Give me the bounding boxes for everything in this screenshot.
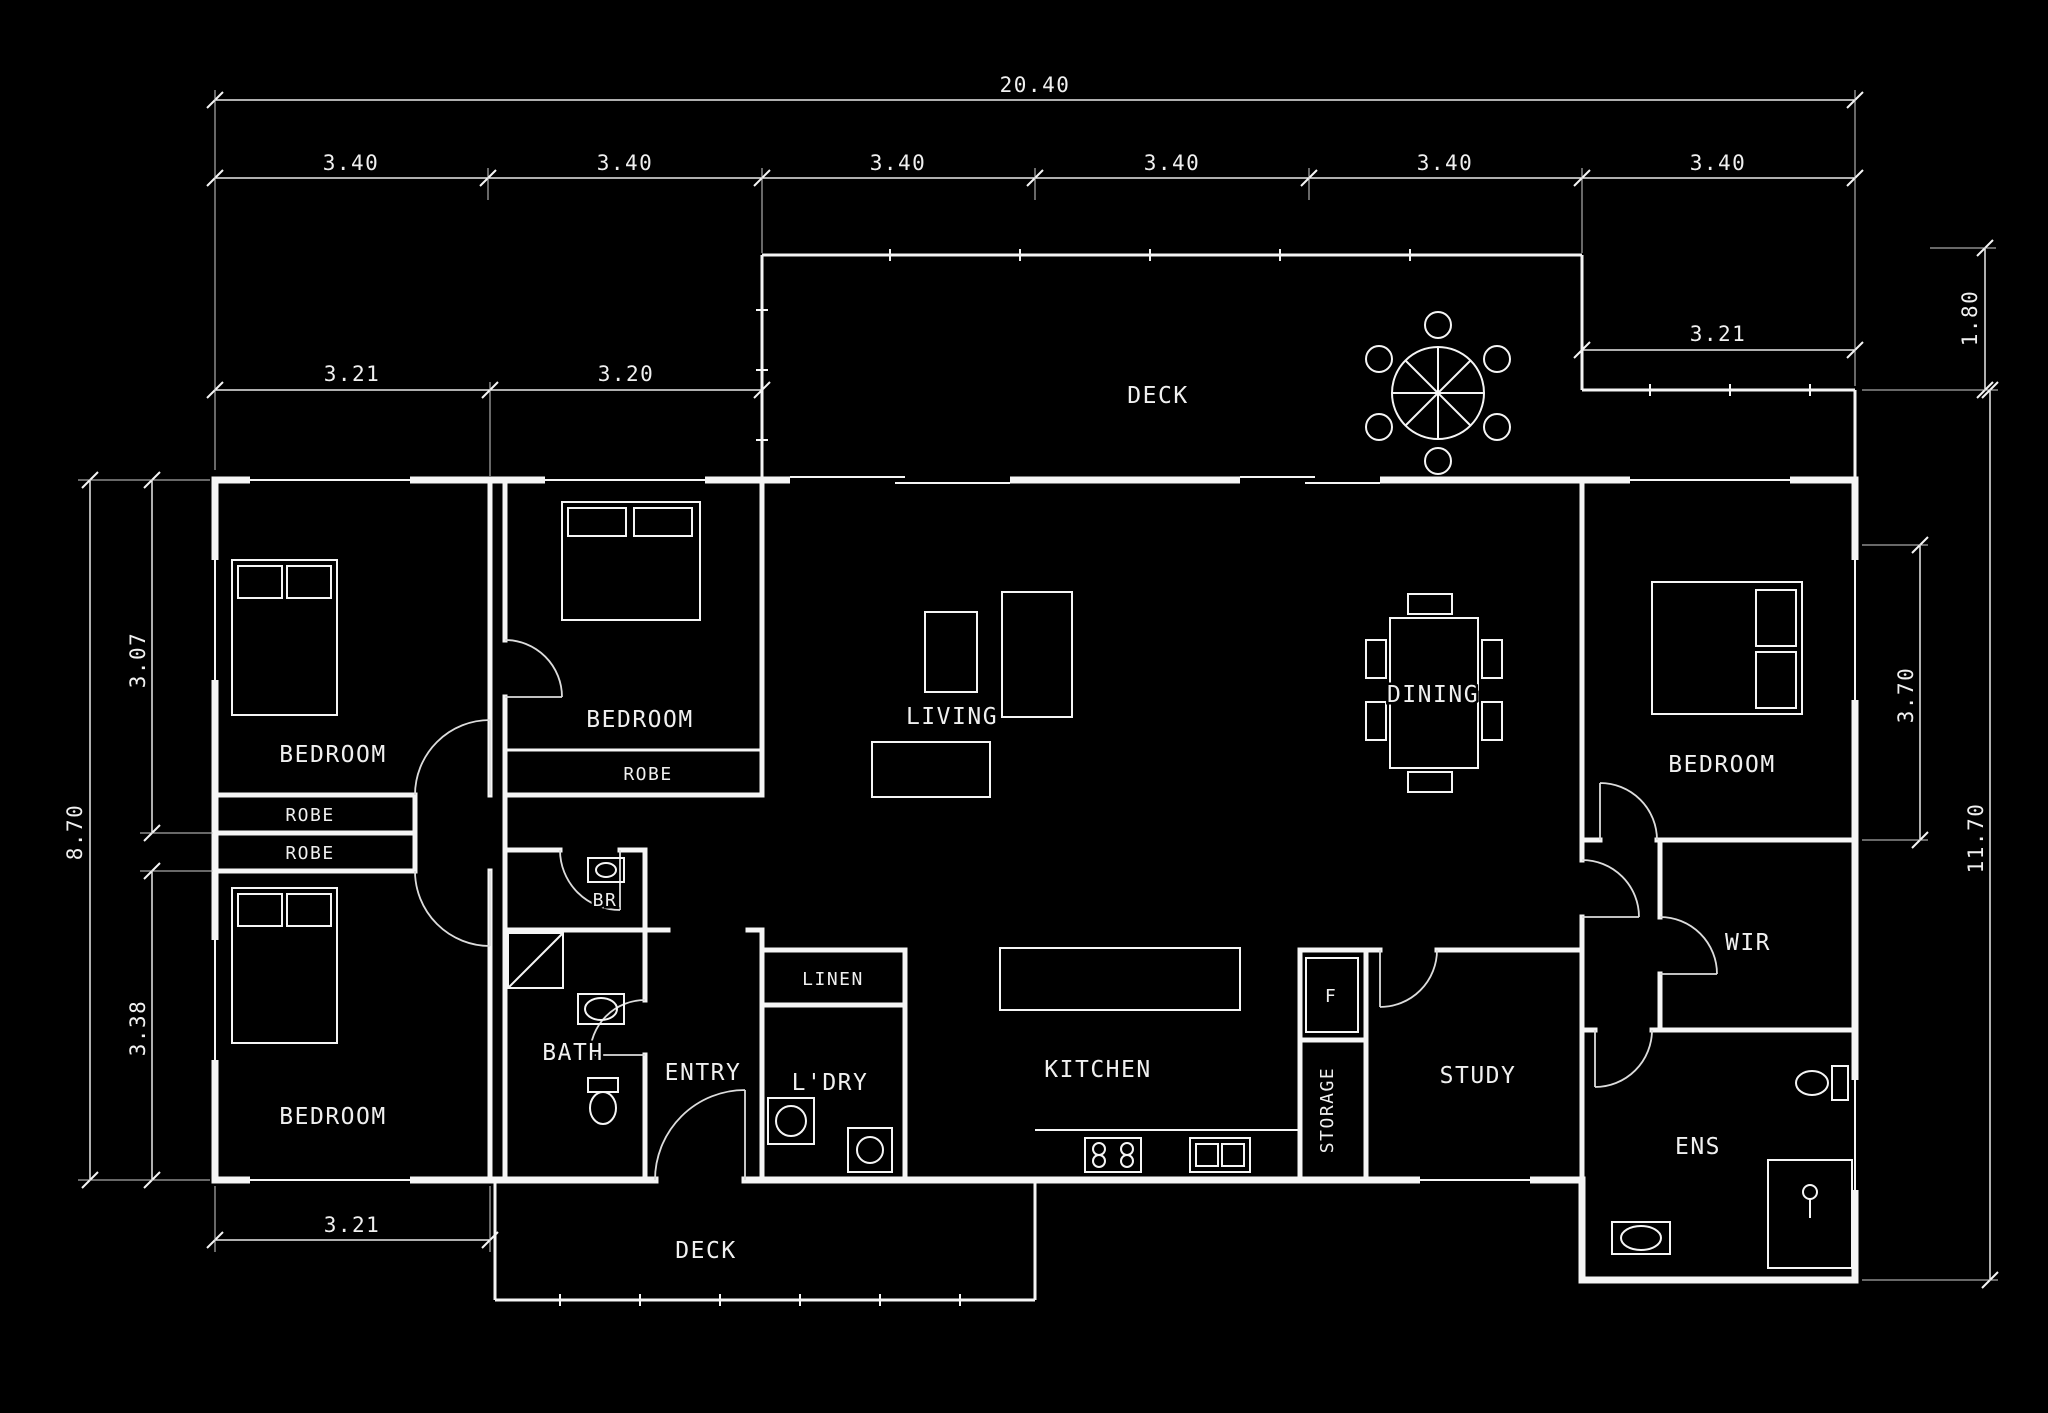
fridge-icon <box>1305 957 1359 1033</box>
room-label-fridge: F <box>1325 986 1337 1007</box>
shower-icon <box>1767 1159 1853 1269</box>
room-label-deck-bottom: DECK <box>675 1238 736 1264</box>
room-label-bedroom-bottom-left: BEDROOM <box>279 1104 386 1130</box>
sink-icon <box>587 857 625 883</box>
dim-label-segment-1: 3.40 <box>323 151 380 175</box>
room-label-robe-lower: ROBE <box>285 843 334 864</box>
dim-label-left-upper-b: 3.20 <box>598 362 655 386</box>
exterior-walls <box>211 476 1859 1284</box>
door-arcs <box>414 639 1718 1181</box>
coffee-table-icon <box>871 741 991 798</box>
cooktop-icon <box>1084 1137 1142 1173</box>
dim-label-left-bottom-room: 3.38 <box>126 1000 150 1057</box>
room-label-wir: WIR <box>1725 930 1771 956</box>
room-label-bedroom-top-middle: BEDROOM <box>586 707 693 733</box>
room-label-bedroom-top-left: BEDROOM <box>279 742 386 768</box>
armchair-icon <box>924 611 978 693</box>
washing-machine-icon <box>767 1097 815 1145</box>
bed-icon <box>231 559 338 716</box>
dim-label-segment-3: 3.40 <box>870 151 927 175</box>
bed-icon <box>561 501 701 621</box>
dim-label-segment-2: 3.40 <box>597 151 654 175</box>
bed-icon <box>231 887 338 1044</box>
room-label-laundry: L'DRY <box>792 1070 869 1096</box>
room-label-robe-upper: ROBE <box>285 805 334 826</box>
room-label-bath: BATH <box>542 1040 603 1066</box>
room-label-entry: ENTRY <box>665 1060 742 1086</box>
dim-label-left-upper-a: 3.21 <box>324 362 381 386</box>
room-label-dining: DINING <box>1387 682 1479 708</box>
dim-label-right-overall: 11.70 <box>1964 803 1988 874</box>
kitchen-sink-icon <box>1189 1137 1251 1173</box>
room-label-deck-top: DECK <box>1127 383 1188 409</box>
vanity-icon <box>577 993 625 1025</box>
room-label-storage: STORAGE <box>1317 1067 1338 1153</box>
dim-label-right-bedroom: 3.70 <box>1894 667 1918 724</box>
room-label-living: LIVING <box>906 704 998 730</box>
dim-label-bottom-left: 3.21 <box>324 1213 381 1237</box>
deck-outlines <box>493 253 1857 1302</box>
kitchen-island-bench <box>999 947 1241 1011</box>
extension-lines <box>78 90 1998 1281</box>
vanity-icon <box>1611 1221 1671 1255</box>
bed-icon <box>1651 581 1803 715</box>
dim-label-deck-right-depth: 1.80 <box>1958 290 1982 347</box>
windows <box>209 474 1862 1190</box>
interior-walls <box>212 477 1858 1183</box>
toilet-icon <box>587 1077 619 1125</box>
room-label-bedroom-right: BEDROOM <box>1668 752 1775 778</box>
shower-icon <box>507 932 564 989</box>
dining-table-icon <box>1365 593 1503 793</box>
dim-label-segment-6: 3.40 <box>1690 151 1747 175</box>
deck-edge-ticks <box>559 249 1811 1306</box>
room-label-kitchen: KITCHEN <box>1044 1057 1151 1083</box>
room-label-br: BR <box>593 890 618 911</box>
window-glass-lines <box>214 476 1856 1190</box>
dim-label-left-overall: 8.70 <box>63 804 87 861</box>
dim-label-segment-4: 3.40 <box>1144 151 1201 175</box>
dim-label-deck-right-width: 3.21 <box>1690 322 1747 346</box>
room-label-ens: ENS <box>1675 1134 1721 1160</box>
outdoor-round-table-icon <box>1365 311 1511 475</box>
room-label-robe-middle: ROBE <box>623 764 672 785</box>
dim-label-left-top-room: 3.07 <box>126 632 150 689</box>
room-label-linen: LINEN <box>802 969 864 990</box>
sofa-icon <box>1001 591 1073 718</box>
dim-label-segment-5: 3.40 <box>1417 151 1474 175</box>
room-label-study: STUDY <box>1440 1063 1517 1089</box>
dim-label-overall-width: 20.40 <box>1000 73 1071 97</box>
dimension-lines <box>89 99 1991 1280</box>
laundry-tub-icon <box>847 1127 893 1173</box>
toilet-icon <box>1795 1065 1849 1101</box>
